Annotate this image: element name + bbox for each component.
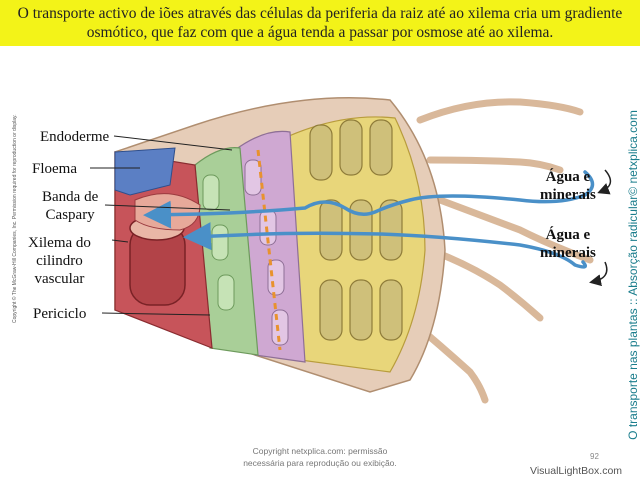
minerais-line: minerais	[540, 187, 596, 203]
water-flow-arrows	[143, 170, 595, 269]
footer-copyright: Copyright netxplica.com: permissão neces…	[200, 445, 440, 469]
leader-lines	[90, 135, 233, 316]
label-banda-line1: Banda de	[42, 189, 99, 205]
watermark[interactable]: VisualLightBox.com	[530, 465, 623, 477]
label-xilema-line2: cilindro	[36, 253, 83, 269]
title-banner: O transporte activo de iões através das …	[0, 0, 640, 46]
minerais-line: minerais	[540, 245, 596, 261]
footer-line-2: necessária para reprodução ou exibição.	[243, 458, 397, 468]
label-floema: Floema	[32, 161, 77, 177]
label-banda-caspary: Banda de Caspary	[42, 188, 98, 224]
label-agua-minerais-upper: Água e minerais	[540, 168, 596, 204]
title-line-1: O transporte activo de iões através das …	[17, 5, 623, 22]
agua-line: Água e	[545, 227, 591, 243]
title-line-2: osmótico, que faz com que a água tenda a…	[86, 24, 554, 41]
mineral-pointer-arrows	[589, 169, 612, 287]
root-hair	[416, 98, 584, 124]
page-number: 92	[590, 452, 599, 461]
lower-flow-arrow	[183, 222, 587, 269]
tissue-block	[114, 97, 446, 393]
label-xilema-line3: vascular	[34, 271, 85, 287]
upper-flow-arrow	[143, 170, 595, 229]
root-hair	[426, 156, 564, 174]
casparian-strip	[256, 149, 282, 351]
label-banda-line2: Caspary	[45, 207, 95, 223]
label-periciclo: Periciclo	[33, 306, 87, 322]
root-hairs	[406, 98, 594, 404]
root-hair	[436, 196, 594, 264]
footer-line-1: Copyright netxplica.com: permissão	[252, 446, 388, 456]
vertical-slide-title: O transporte nas plantas :: Absorção rad…	[626, 110, 640, 440]
agua-line: Água e	[545, 169, 591, 185]
root-hair	[426, 246, 544, 322]
copyright-vertical: Copyright © The McGraw-Hill Companies, I…	[12, 114, 18, 323]
label-xilema: Xilema do cilindro vascular	[28, 234, 91, 288]
label-endoderme: Endoderme	[40, 129, 110, 145]
label-agua-minerais-lower: Água e minerais	[540, 226, 596, 262]
label-xilema-line1: Xilema do	[28, 235, 91, 251]
